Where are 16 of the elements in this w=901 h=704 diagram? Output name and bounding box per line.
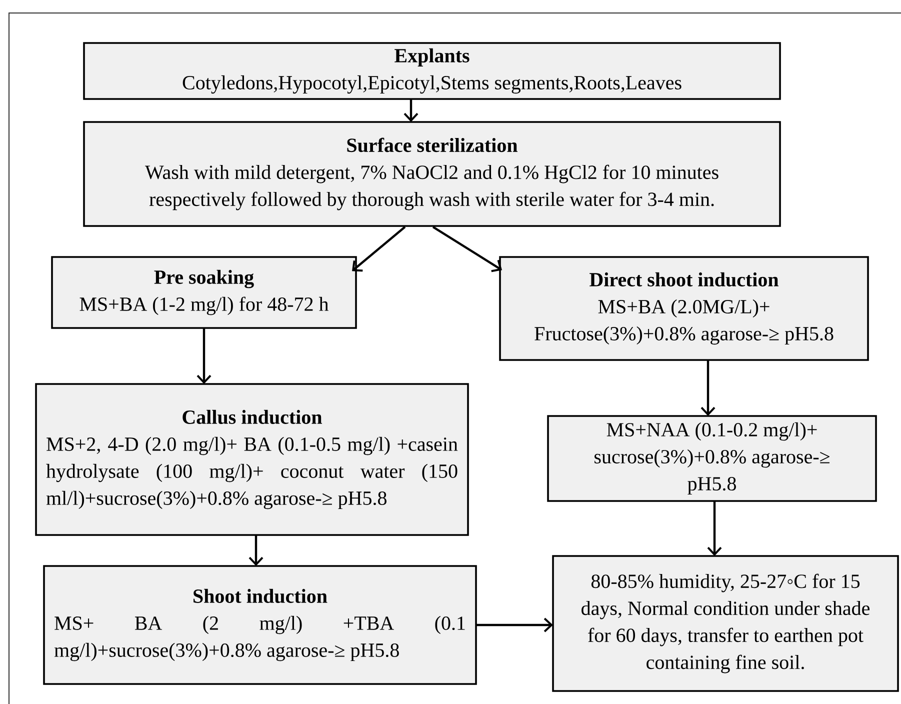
arrow — [248, 535, 264, 566]
process-box: 80-85% humidity, 25-27◦C for 15 days, Normal condition under shade for 60 days, transfer to earthen pot containing fine soil. — [552, 555, 899, 692]
arrow — [432, 226, 502, 272]
process-box: Pre soaking MS+BA (1-2 mg/l) for 48-72 h — [51, 256, 357, 329]
arrow — [476, 618, 553, 632]
arrow — [352, 226, 406, 272]
process-box: Surface sterilization Wash with mild detergent, 7% NaOCl2 and 0.1% HgCl2 for 10 minutes respectively followed by thorough wash with sterile water for 3-4 min. — [83, 121, 781, 227]
process-box: Callus induction MS+2, 4-D (2.0 mg/l)+ BA (0.1-0.5 mg/l) +casein hydrolysate (100 mg/l)+ coconut water (150 ml/l)+sucrose(3%)+0.8% agarose-≥ pH5.8 — [35, 383, 469, 536]
process-box: MS+NAA (0.1-0.2 mg/l)+ sucrose(3%)+0.8% agarose-≥ pH5.8 — [547, 415, 877, 502]
process-box: Direct shoot induction MS+BA (2.0MG/L)+ Fructose(3%)+0.8% agarose-≥ pH5.8 — [499, 256, 869, 361]
arrow — [404, 99, 418, 122]
arrow — [707, 501, 722, 556]
process-box: Shoot induction MS+ BA (2 mg/l) +TBA (0.1 mg/l)+sucrose(3%)+0.8% agarose-≥ pH5.8 — [43, 565, 477, 685]
process-box: Explants Cotyledons,Hypocotyl,Epicotyl,Stems segments,Roots,Leaves — [83, 42, 781, 100]
arrow — [196, 328, 212, 384]
arrow — [700, 360, 716, 416]
